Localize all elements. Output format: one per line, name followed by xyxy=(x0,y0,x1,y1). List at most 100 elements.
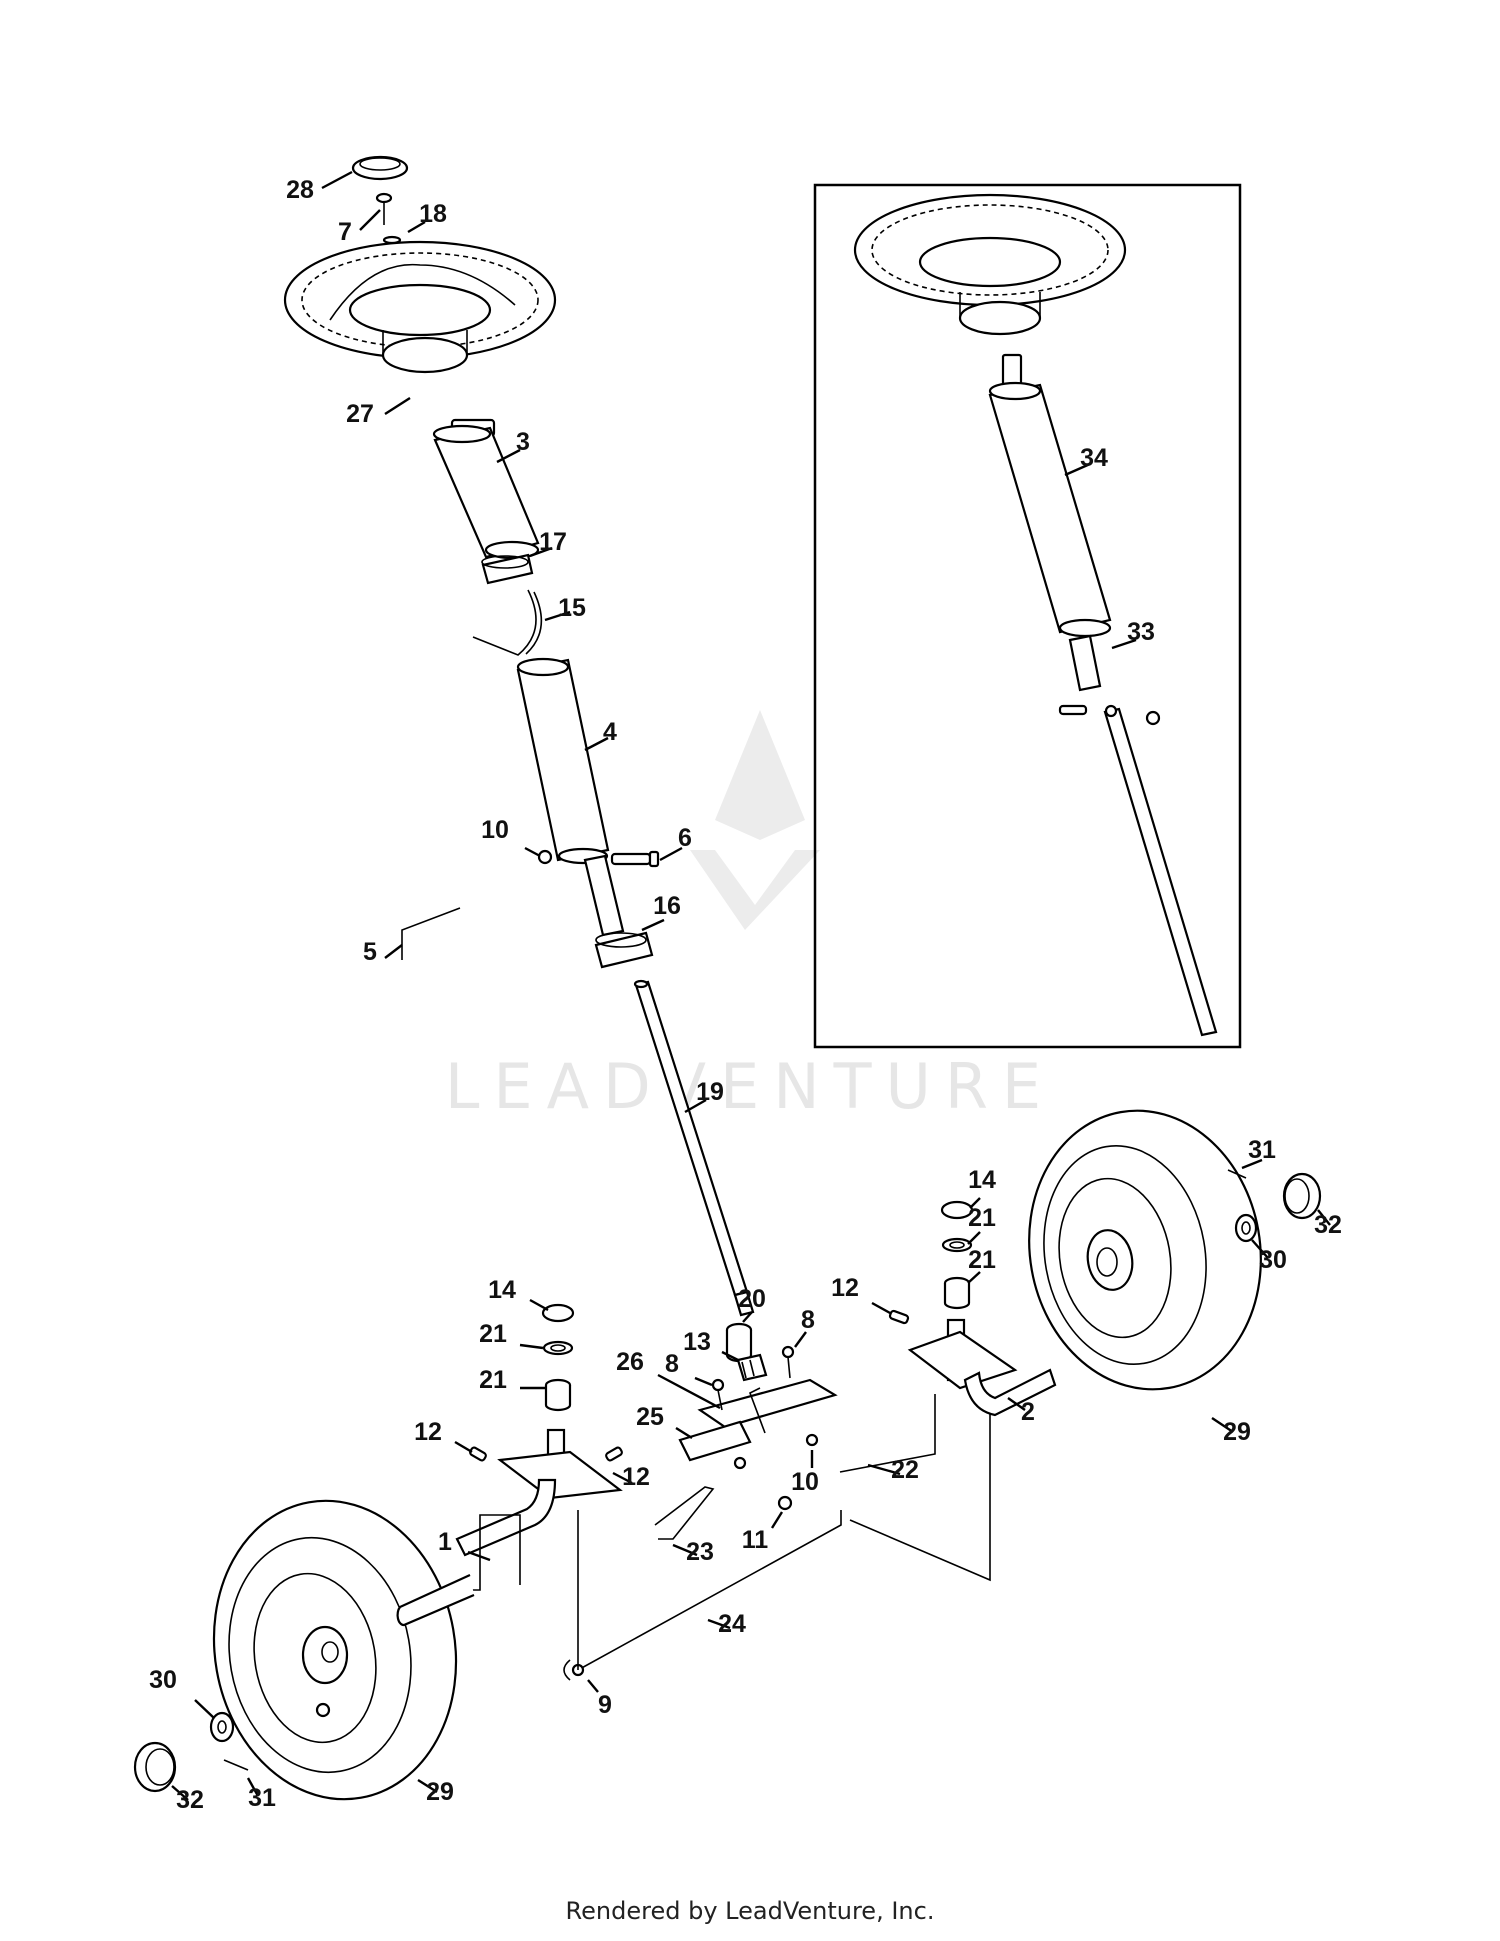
callout-leader-c31b xyxy=(246,1777,260,1797)
callout-label-c30b: 30 xyxy=(149,1666,177,1694)
callout-label-c34: 34 xyxy=(1080,444,1108,472)
callout-leader-c30a xyxy=(1251,1239,1269,1259)
bearing-20 xyxy=(725,1322,753,1363)
callout-leader-c27 xyxy=(384,396,411,416)
right-hub-cap-32 xyxy=(1282,1172,1322,1220)
steering-shaft-upper-3 xyxy=(432,418,540,560)
nut-10-lower xyxy=(805,1433,819,1447)
callout-leader-c8b xyxy=(794,1331,807,1348)
left-washer-30 xyxy=(209,1711,235,1743)
spring-clip-15 xyxy=(472,589,543,656)
callout-leader-c4 xyxy=(584,736,609,752)
callout-label-c12c: 12 xyxy=(831,1274,859,1302)
callout-label-c33: 33 xyxy=(1127,618,1155,646)
callout-label-c30a: 30 xyxy=(1259,1246,1287,1274)
callout-leader-c33 xyxy=(1111,638,1137,650)
callout-label-c21b: 21 xyxy=(479,1366,507,1394)
callout-label-c3: 3 xyxy=(516,428,530,456)
callout-label-c1: 1 xyxy=(438,1528,452,1556)
bolt-6 xyxy=(610,850,660,868)
callout-leader-c21c xyxy=(967,1231,981,1245)
callout-leader-c31a xyxy=(1241,1158,1263,1170)
left-spindle-1 xyxy=(455,1428,623,1557)
right-bushing-21-upper xyxy=(941,1237,973,1253)
callout-leader-c34 xyxy=(1064,462,1091,477)
callout-leader-c5 xyxy=(384,944,403,959)
left-bushing-21-upper xyxy=(542,1340,574,1356)
callout-label-c19: 19 xyxy=(696,1078,724,1106)
bolt-12-right-spindle xyxy=(888,1309,910,1325)
callout-label-c31a: 31 xyxy=(1248,1136,1276,1164)
right-cotter-pin-31 xyxy=(1227,1169,1247,1179)
bushing-16 xyxy=(594,931,654,969)
callout-leader-c6 xyxy=(659,846,683,862)
callout-label-c23: 23 xyxy=(686,1538,714,1566)
bolt-12-left xyxy=(469,1446,487,1462)
callout-leader-c9 xyxy=(587,1679,599,1693)
callout-leader-c14a xyxy=(529,1298,549,1312)
gear-13 xyxy=(736,1353,768,1382)
callout-leader-c30b xyxy=(194,1699,215,1719)
callout-leader-c32b xyxy=(171,1785,189,1801)
callout-label-c21a: 21 xyxy=(479,1320,507,1348)
callout-label-c5: 5 xyxy=(363,938,377,966)
steering-bracket-25 xyxy=(678,1420,752,1462)
right-spindle-cap-14 xyxy=(940,1200,974,1220)
callout-leader-c21a xyxy=(519,1343,544,1350)
callout-label-c21d: 21 xyxy=(968,1246,996,1274)
callout-label-c31b: 31 xyxy=(248,1784,276,1812)
callout-label-c16: 16 xyxy=(653,892,681,920)
callout-label-c21c: 21 xyxy=(968,1204,996,1232)
right-washer-30 xyxy=(1234,1213,1258,1243)
callout-leader-c1 xyxy=(467,1550,491,1562)
callout-label-c28: 28 xyxy=(286,176,314,204)
callout-label-c6: 6 xyxy=(678,824,692,852)
right-bushing-21-lower xyxy=(943,1276,971,1310)
inset-steering-wheel xyxy=(853,193,1127,387)
left-spindle-cap-14 xyxy=(541,1303,575,1323)
callout-label-c17: 17 xyxy=(539,528,567,556)
callout-leader-c20 xyxy=(742,1311,753,1323)
callout-leader-c12b xyxy=(612,1471,633,1485)
watermark-text: LEADVENTURE xyxy=(445,1050,1055,1123)
bushing-17 xyxy=(481,553,534,585)
callout-label-c27: 27 xyxy=(346,400,374,428)
callout-leader-c12a xyxy=(454,1440,473,1454)
callout-leader-c3 xyxy=(496,448,521,464)
callout-leader-c7 xyxy=(359,209,381,231)
steering-wheel xyxy=(283,240,557,374)
callout-label-c10b: 10 xyxy=(791,1468,819,1496)
callout-leader-c18 xyxy=(407,220,426,234)
callout-leader-c29b xyxy=(417,1778,438,1794)
bolt-7 xyxy=(375,192,393,225)
callout-label-c10a: 10 xyxy=(481,816,509,844)
steering-wheel-cap xyxy=(351,155,409,181)
nut-12-center xyxy=(733,1456,747,1470)
footer-credit: Rendered by LeadVenture, Inc. xyxy=(565,1897,935,1925)
left-cotter-pin-31 xyxy=(223,1759,249,1771)
clip-9 xyxy=(563,1659,571,1681)
steering-column-tube-4 xyxy=(516,657,625,937)
inset-bolt xyxy=(1058,704,1088,716)
drag-link-22 xyxy=(839,1394,936,1473)
alternate-assembly-inset-frame xyxy=(813,183,1242,1049)
callout-label-c12a: 12 xyxy=(414,1418,442,1446)
callout-label-c15: 15 xyxy=(558,594,586,622)
callout-label-c25: 25 xyxy=(636,1403,664,1431)
bolt-12-right xyxy=(605,1446,623,1462)
callout-label-c14b: 14 xyxy=(968,1166,996,1194)
hex-key-5 xyxy=(401,907,461,960)
inset-steering-shaft-34 xyxy=(988,381,1112,638)
drag-link-23 xyxy=(654,1486,715,1540)
callout-label-c8b: 8 xyxy=(801,1306,815,1334)
callout-leader-c32a xyxy=(1317,1209,1331,1226)
callout-label-c26: 26 xyxy=(616,1348,644,1376)
callout-label-c32b: 32 xyxy=(176,1786,204,1814)
callout-leader-c2 xyxy=(1007,1397,1026,1411)
callout-label-c32a: 32 xyxy=(1314,1211,1342,1239)
right-wheel-29 xyxy=(1028,1109,1262,1391)
callout-label-c24: 24 xyxy=(718,1610,746,1638)
callout-leader-c29a xyxy=(1211,1417,1234,1433)
callout-leader-c13 xyxy=(721,1350,739,1362)
